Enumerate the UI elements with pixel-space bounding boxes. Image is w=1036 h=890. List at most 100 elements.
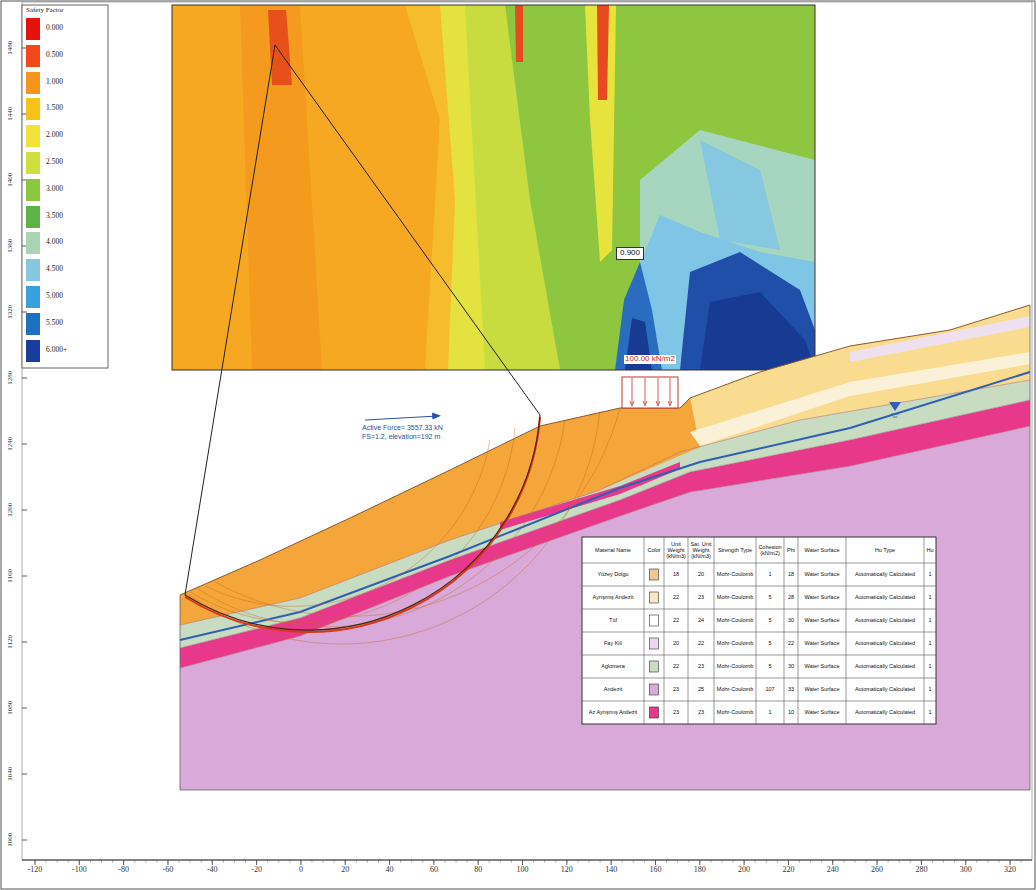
axis-tick [854,860,855,863]
legend-label: 4.000 [46,238,63,246]
y-tick-label: 1280 [7,371,15,385]
table-header: Material Name [582,537,644,563]
table-cell: Az Ayrışmış Andezit [582,701,644,724]
axis-tick [888,860,889,863]
x-tick-label: 0 [299,866,303,875]
axis-tick [522,860,523,865]
material-swatch [650,638,659,649]
table-rule [756,537,757,724]
material-swatch [650,661,659,672]
slope-section [180,305,1030,790]
legend-label: 2.500 [46,158,63,166]
legend-swatch [26,206,40,228]
legend-label: 0.500 [46,51,63,59]
axis-tick [256,860,257,865]
axis-tick [633,860,634,863]
contour-fill [172,5,815,370]
table-cell: 1 [756,563,784,586]
table-cell: 1 [924,655,936,678]
x-tick-label: 220 [782,866,794,875]
axis-tick [810,860,811,863]
contour-fill [268,10,292,85]
axis-tick [644,860,645,863]
table-cell: 23 [664,701,688,724]
axis-tick [522,860,523,863]
table-header: Unit Weight (kN/m3) [664,537,688,563]
table-cell: 1 [924,632,936,655]
table-cell: 23 [688,701,714,724]
plot-frame [22,2,1032,860]
table-cell: 1 [924,701,936,724]
axis-tick [22,840,27,841]
axis-tick [832,860,833,865]
load-label: 100.00 kN/m2 [624,355,676,364]
axis-tick [389,860,390,863]
axis-tick [987,860,988,863]
axis-tick [744,860,745,865]
axis-tick [123,860,124,865]
axis-tick [356,860,357,863]
axis-tick [245,860,246,863]
legend-swatch [26,340,40,362]
contour-fill [515,5,523,62]
axis-tick [57,860,58,863]
x-tick-label: 120 [561,866,573,875]
legend-swatch [26,179,40,201]
axis-tick [179,860,180,863]
axis-tick [921,860,922,865]
contour-fill [700,140,780,250]
material-swatch [650,592,659,603]
axis-tick [68,860,69,863]
critical-surface [185,415,540,630]
legend-label: 1.500 [46,104,63,112]
table-cell: Yüzey Dolgu [582,563,644,586]
table-cell: 24 [688,609,714,632]
contour-plot [172,5,815,370]
y-tick-label: 1480 [7,41,15,55]
x-tick-label: 140 [605,866,617,875]
legend-label: 0.000 [46,24,63,32]
legend-swatch [26,286,40,308]
table-cell: Water Surface [798,678,846,701]
table-frame [582,537,936,724]
table-cell: 20 [688,563,714,586]
legend-swatch [26,232,40,254]
axis-tick [511,860,512,863]
table-cell: Water Surface [798,586,846,609]
table-cell: 5 [756,655,784,678]
axis-tick [422,860,423,863]
axis-tick [79,860,80,863]
axis-tick [400,860,401,863]
y-tick-label: 1000 [7,833,15,847]
water-symbol [891,414,899,417]
axis-tick [79,860,80,865]
y-tick-label: 1120 [7,635,15,649]
table-rule [582,586,936,587]
tuff-band [690,352,1030,446]
axis-tick [201,860,202,863]
table-rule [688,537,689,724]
contour-fill [615,215,815,370]
axis-tick [821,860,822,863]
table-cell: 1 [924,563,936,586]
axis-tick [777,860,778,863]
table-cell: 22 [664,586,688,609]
table-rule [784,537,785,724]
axis-tick [433,860,434,863]
axis-tick [688,860,689,863]
x-tick-label: 280 [915,866,927,875]
table-cell: 5 [756,609,784,632]
table-cell: Mohr-Coulomb [714,678,756,701]
axis-tick [22,444,27,445]
axis-tick [312,860,313,863]
table-cell: Water Surface [798,655,846,678]
material-swatch [650,615,659,626]
table-cell: Automatically Calculated [846,609,924,632]
water-symbol [889,402,901,411]
table-cell: Mohr-Coulomb [714,655,756,678]
y-tick-label: 1080 [7,701,15,715]
axis-tick [655,860,656,863]
table-cell: 30 [784,609,798,632]
x-tick-label: 180 [694,866,706,875]
